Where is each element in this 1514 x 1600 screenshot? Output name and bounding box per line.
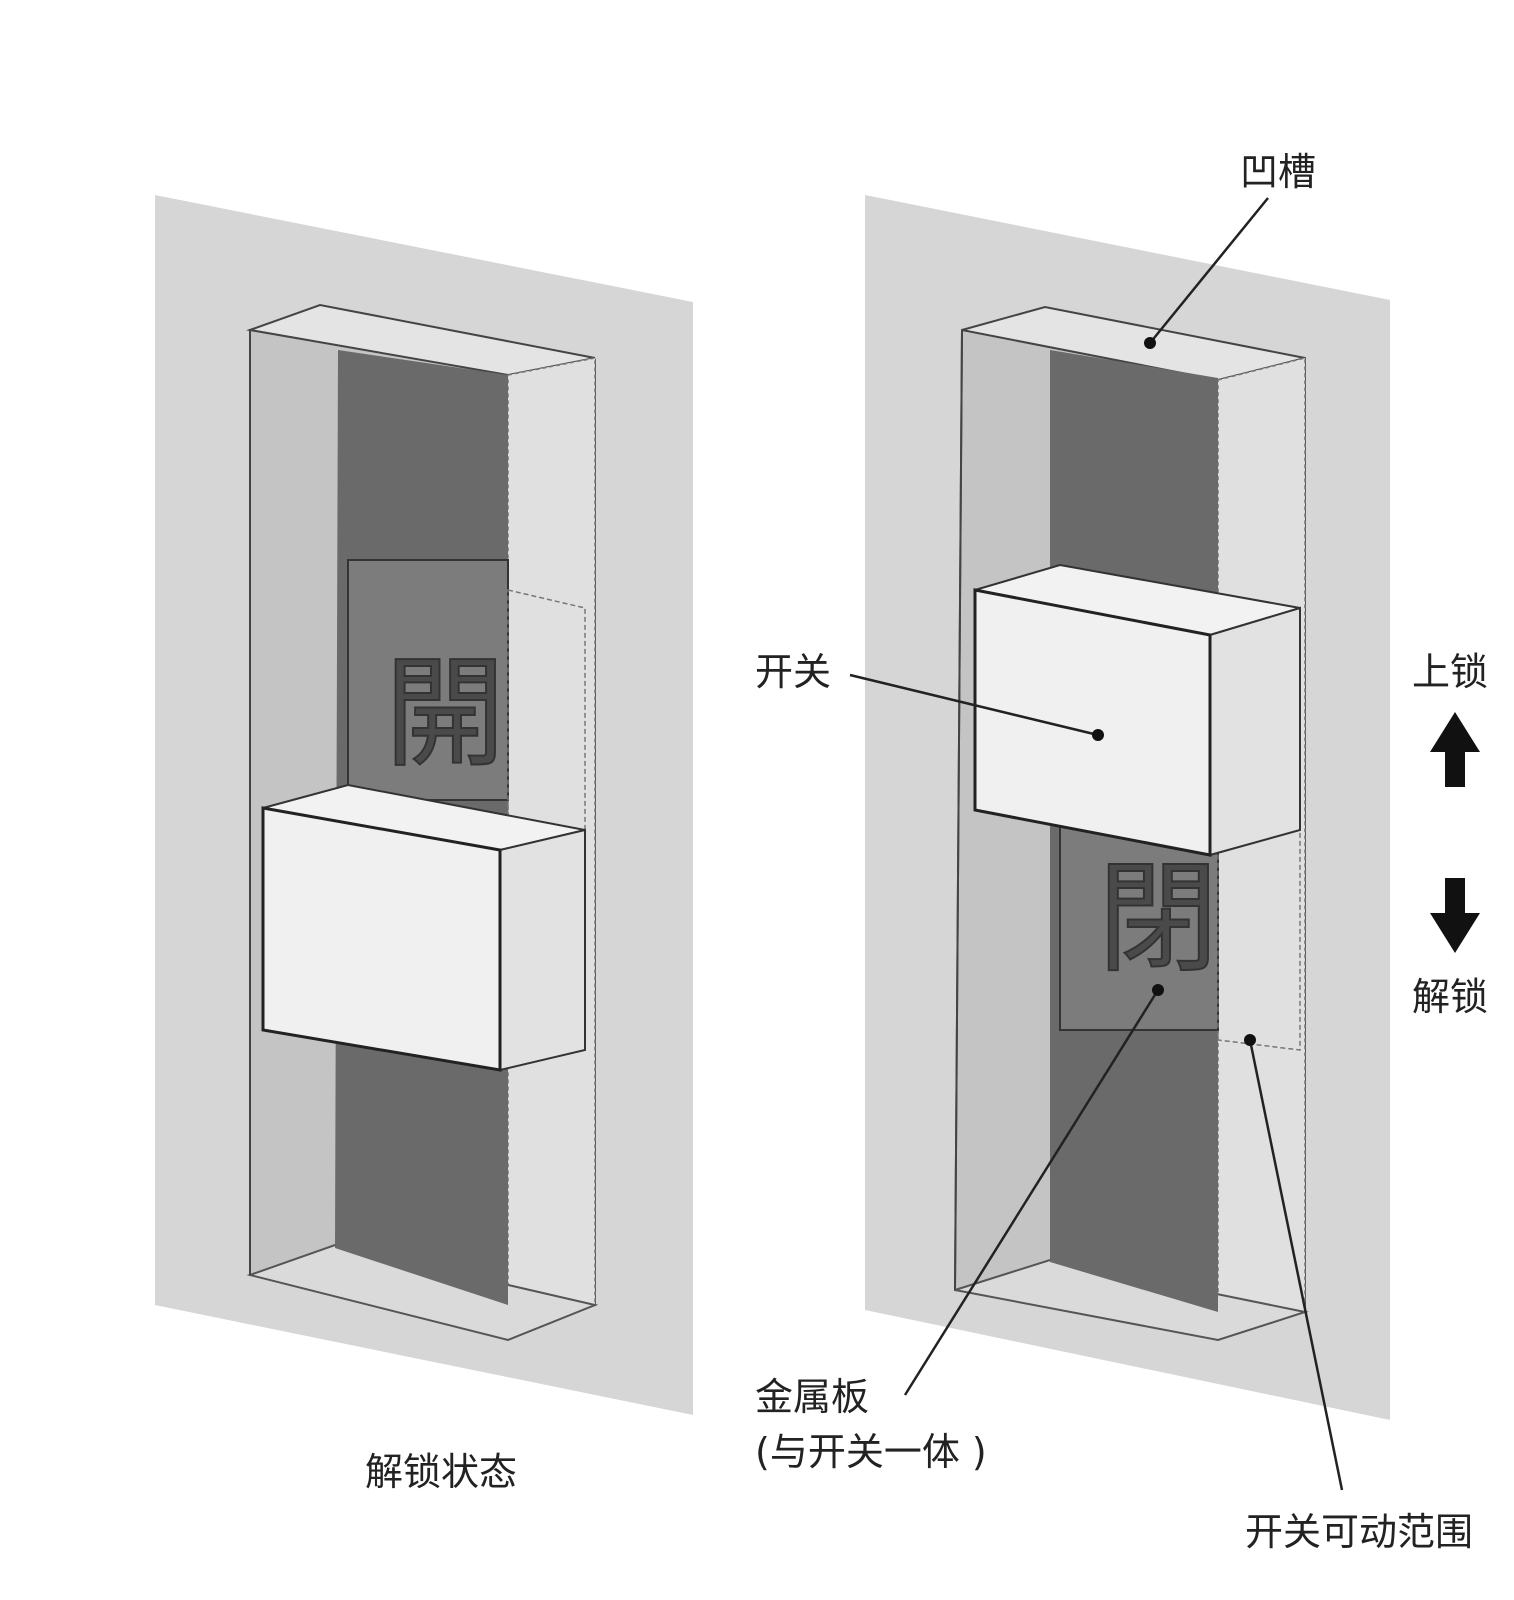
left-switch-side [499, 828, 586, 1072]
groove-callout-dot [1144, 337, 1156, 349]
right-switch-range [1217, 597, 1301, 1051]
unlock-label: 解锁 [1412, 975, 1488, 1019]
switch-callout-dot [1092, 729, 1104, 741]
switch-range-label: 开关可动范围 [1245, 1510, 1473, 1554]
metal-plate-label: 金属板 [755, 1375, 869, 1419]
arrow-down-icon [1430, 878, 1480, 953]
switch-range-callout-line [1248, 1039, 1344, 1491]
left-recess-bottom [246, 1243, 599, 1342]
metal-plate-sublabel: (与开关一体 ) [755, 1430, 987, 1474]
right-switch-front [973, 588, 1212, 857]
right-panel: 閉 凹槽 开关 金属板 (与开关一体 ) 开关可动范围 上锁 解锁 [755, 150, 1488, 1554]
groove-label: 凹槽 [1240, 150, 1316, 194]
arrow-up-icon [1430, 712, 1480, 787]
right-plate-glyph: 閉 [1098, 850, 1218, 989]
left-caption: 解锁状态 [365, 1450, 517, 1494]
left-switch-front [261, 806, 502, 1072]
right-recess-edge [954, 329, 963, 1291]
left-plate-glyph: 開 [385, 645, 505, 784]
switch-callout-line [849, 673, 1099, 737]
metal-plate-callout-line [903, 989, 1160, 1396]
left-panel: 開 解锁状态 [155, 195, 693, 1494]
lock-label: 上锁 [1412, 650, 1488, 694]
switch-range-callout-dot [1244, 1034, 1256, 1046]
switch-label: 开关 [755, 650, 831, 694]
metal-plate-callout-dot [1152, 984, 1164, 996]
right-switch-side [1209, 606, 1301, 857]
groove-callout-line [1149, 197, 1269, 344]
